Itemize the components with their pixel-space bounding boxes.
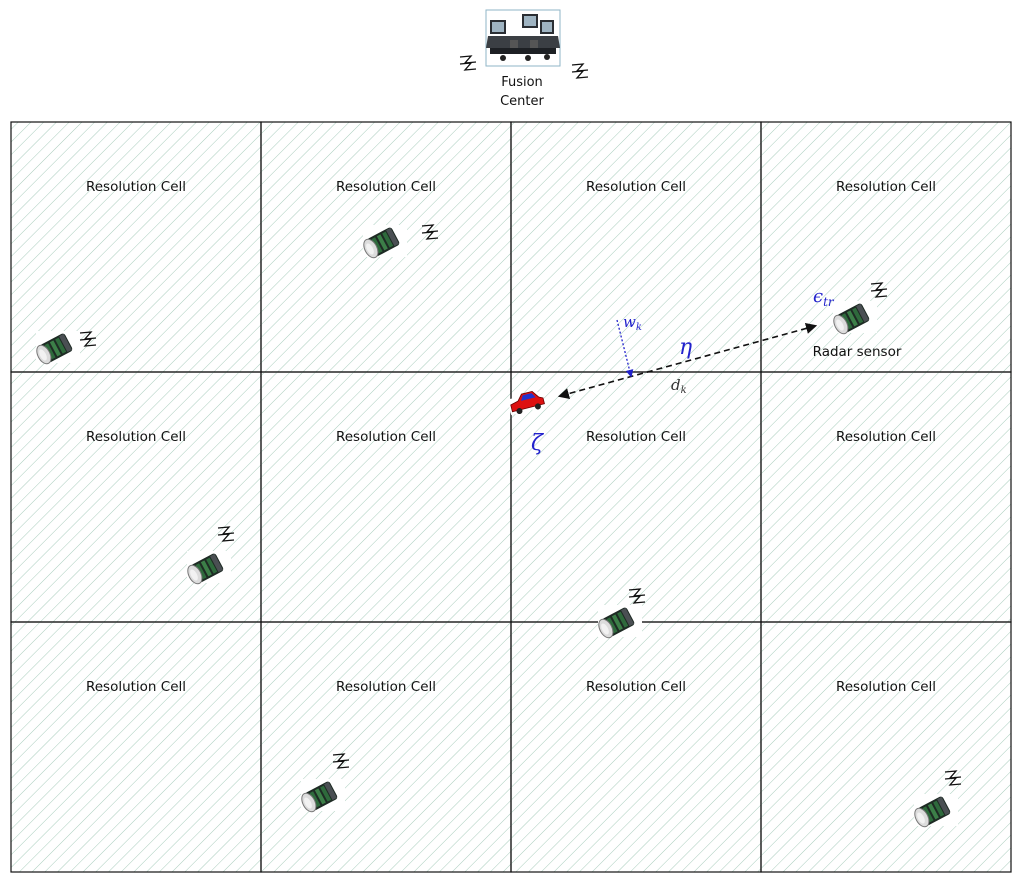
- resolution-cell-label: Resolution Cell: [836, 429, 936, 445]
- resolution-cell-box: [10, 371, 262, 623]
- wireless-signal-icon: [571, 63, 589, 79]
- resolution-cell-label: Resolution Cell: [836, 679, 936, 695]
- eta-symbol: η: [679, 335, 692, 360]
- zeta-symbol: ζ: [531, 431, 545, 456]
- resolution-cell-box: [260, 371, 512, 623]
- w-k-symbol: wk: [623, 313, 642, 333]
- resolution-cell: Resolution Cell: [510, 121, 762, 373]
- radar-sensor-label: Radar sensor: [813, 344, 902, 360]
- resolution-cell-box: [510, 121, 762, 373]
- epsilon-tr-symbol: ϵtr: [813, 286, 835, 309]
- fusion-label-line1: Fusion: [501, 75, 543, 90]
- resolution-cell-box: [10, 621, 262, 873]
- radar-sensor-icon: [298, 778, 346, 815]
- resolution-cell-label: Resolution Cell: [586, 429, 686, 445]
- resolution-cell-label: Resolution Cell: [836, 179, 936, 195]
- resolution-cell-box: [260, 621, 512, 873]
- noise-arrow: [616, 319, 634, 378]
- resolution-cell: Resolution Cell: [760, 371, 1012, 623]
- radar-sensor-icon: [184, 550, 232, 587]
- wireless-signal-icon: [459, 55, 477, 71]
- resolution-cell-label: Resolution Cell: [336, 679, 436, 695]
- resolution-cell-label: Resolution Cell: [336, 429, 436, 445]
- resolution-cell: Resolution Cell: [510, 621, 762, 873]
- radar-sensor-icon: [830, 300, 878, 337]
- fusion-label-line2: Center: [500, 94, 544, 109]
- resolution-cell: Resolution Cell: [10, 371, 262, 623]
- resolution-cell-box: [10, 121, 262, 373]
- resolution-cell: Resolution Cell: [510, 371, 762, 623]
- resolution-cell: Resolution Cell: [760, 121, 1012, 373]
- resolution-cell: Resolution Cell: [10, 621, 262, 873]
- resolution-cell: Resolution Cell: [760, 621, 1012, 873]
- resolution-cell: Resolution Cell: [260, 621, 512, 873]
- resolution-cell-box: [510, 621, 762, 873]
- resolution-cell: Resolution Cell: [10, 121, 262, 373]
- radar-sensor-icon: [595, 604, 643, 641]
- range-arrow: [557, 322, 818, 400]
- resolution-cell-box: [510, 371, 762, 623]
- radar-sensor-icon: [360, 224, 408, 261]
- d-k-symbol: dk: [671, 376, 687, 396]
- resolution-cell-label: Resolution Cell: [86, 429, 186, 445]
- resolution-cell-box: [760, 621, 1012, 873]
- resolution-cell-label: Resolution Cell: [86, 679, 186, 695]
- radar-sensor-icon: [911, 793, 959, 830]
- resolution-cell-box: [760, 121, 1012, 373]
- resolution-cell-label: Resolution Cell: [336, 179, 436, 195]
- resolution-cell-label: Resolution Cell: [86, 179, 186, 195]
- resolution-cell-box: [760, 371, 1012, 623]
- radar-sensor-icon: [33, 330, 81, 367]
- fusion-center-console-icon: [485, 9, 561, 67]
- resolution-cell-label: Resolution Cell: [586, 179, 686, 195]
- resolution-cell-label: Resolution Cell: [586, 679, 686, 695]
- resolution-cell: Resolution Cell: [260, 371, 512, 623]
- target-car-icon: [507, 390, 547, 416]
